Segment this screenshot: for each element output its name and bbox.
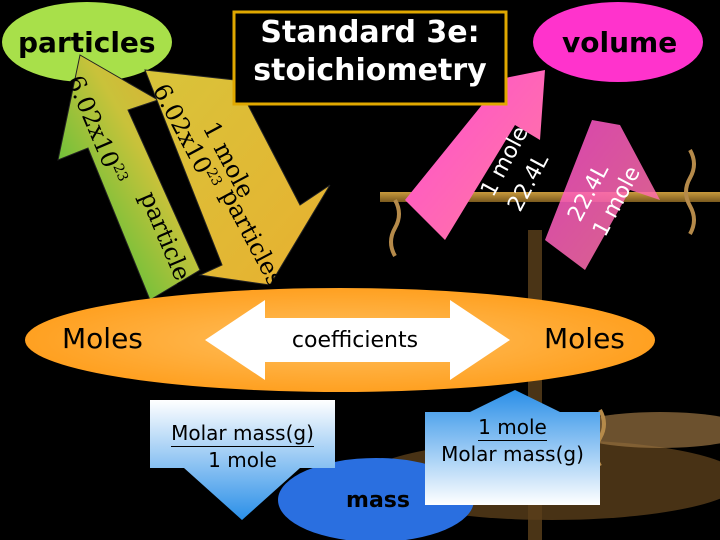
volume-to-moles-arrow <box>405 70 545 240</box>
mass-label: mass <box>346 488 410 513</box>
mass-right-denominator: Molar mass(g) <box>441 442 584 466</box>
moles-right-label: Moles <box>544 322 625 355</box>
moles-left-label: Moles <box>62 322 143 355</box>
moles-to-volume-arrow <box>545 120 660 270</box>
title-box <box>232 10 508 106</box>
volume-label: volume <box>562 25 678 59</box>
mass-bubble <box>278 458 474 540</box>
mass-left-fraction: Molar mass(g) 1 mole <box>150 420 335 473</box>
title-line-1: Standard 3e: <box>260 15 480 50</box>
mass-right-fraction: 1 mole Molar mass(g) <box>425 414 600 467</box>
moles-to-mass-arrow <box>150 400 335 520</box>
particles-label: particles <box>18 25 156 59</box>
particles-bubble <box>2 2 172 82</box>
volume-bubble <box>533 2 703 82</box>
page-title: Standard 3e: stoichiometry <box>234 14 506 90</box>
title-line-2: stoichiometry <box>253 53 487 88</box>
coefficients-label: coefficients <box>291 328 419 353</box>
moles-to-particles-arrow <box>57 54 201 301</box>
mass-right-numerator: 1 mole <box>478 415 547 441</box>
mass-left-denominator: 1 mole <box>208 448 277 472</box>
mass-left-numerator: Molar mass(g) <box>171 421 314 447</box>
mass-to-moles-arrow <box>425 390 600 505</box>
coefficients-double-arrow <box>205 300 510 380</box>
